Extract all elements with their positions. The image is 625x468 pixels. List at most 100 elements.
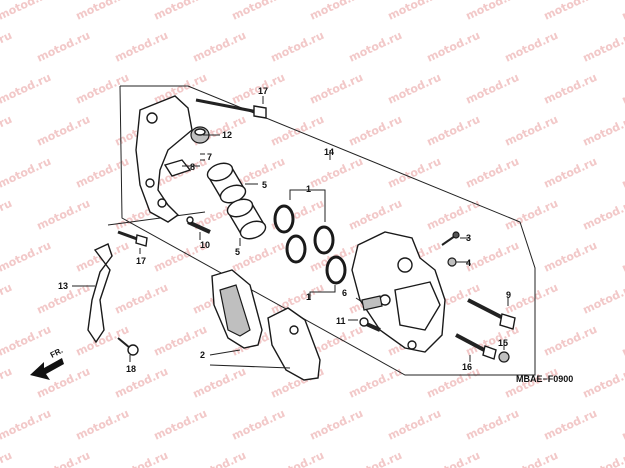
caliper-body bbox=[351, 231, 446, 353]
drawing-code: MBAE−F0900 bbox=[516, 374, 573, 384]
watermark-text: motod.ru bbox=[581, 29, 625, 65]
bleeder-valve bbox=[441, 231, 460, 246]
watermark-text: motod.ru bbox=[464, 71, 521, 107]
callout-15: 15 bbox=[498, 338, 508, 348]
watermark-text: motod.ru bbox=[620, 0, 625, 23]
watermark-text: motod.ru bbox=[74, 71, 131, 107]
watermark-text: motod.ru bbox=[347, 197, 404, 233]
watermark-text: motod.ru bbox=[503, 281, 560, 317]
callout-17-lower: 17 bbox=[136, 256, 146, 266]
watermark-text: motod.ru bbox=[581, 365, 625, 401]
brake-pad-outer bbox=[267, 307, 321, 381]
watermark-text: motod.ru bbox=[74, 407, 131, 443]
watermark-text: motod.ru bbox=[425, 113, 482, 149]
callout-7: 7 bbox=[207, 152, 212, 162]
watermark-text: motod.ru bbox=[0, 0, 53, 23]
callout-14: 14 bbox=[324, 147, 334, 157]
watermark-text: motod.ru bbox=[542, 0, 599, 23]
watermark-text: motod.ru bbox=[113, 29, 170, 65]
watermark-text: motod.ru bbox=[113, 365, 170, 401]
watermark-text: motod.ru bbox=[542, 71, 599, 107]
watermark-text: motod.ru bbox=[620, 407, 625, 443]
watermark-text: motod.ru bbox=[464, 0, 521, 23]
watermark-text: motod.ru bbox=[542, 323, 599, 359]
callout-5-upper: 5 bbox=[262, 180, 267, 190]
watermark-text: motod.ru bbox=[620, 323, 625, 359]
watermark-text: motod.ru bbox=[269, 449, 326, 468]
callout-8: 8 bbox=[190, 162, 195, 172]
callout-1-upper: 1 bbox=[306, 184, 311, 194]
watermark-text: motod.ru bbox=[0, 113, 14, 149]
brake-pad-inner bbox=[211, 269, 263, 349]
watermark-text: motod.ru bbox=[113, 281, 170, 317]
callout-1-lower: 1 bbox=[306, 292, 311, 302]
pad-spring bbox=[87, 243, 113, 344]
watermark-text: motod.ru bbox=[425, 449, 482, 468]
watermark-text: motod.ru bbox=[425, 197, 482, 233]
watermark-text: motod.ru bbox=[542, 155, 599, 191]
watermark-text: motod.ru bbox=[542, 239, 599, 275]
watermark-text: motod.ru bbox=[503, 449, 560, 468]
watermark-text: motod.ru bbox=[35, 197, 92, 233]
watermark-text: motod.ru bbox=[386, 71, 443, 107]
callout-3: 3 bbox=[466, 233, 471, 243]
watermark-text: motod.ru bbox=[347, 113, 404, 149]
callout-2: 2 bbox=[200, 350, 205, 360]
retainer-plate bbox=[361, 295, 383, 311]
piston-upper bbox=[206, 162, 247, 204]
watermark-text: motod.ru bbox=[269, 281, 326, 317]
watermark-text: motod.ru bbox=[0, 155, 53, 191]
watermark-text: motod.ru bbox=[347, 29, 404, 65]
watermark-text: motod.ru bbox=[503, 197, 560, 233]
watermark-text: motod.ru bbox=[35, 449, 92, 468]
watermark-text: motod.ru bbox=[386, 0, 443, 23]
piston-lower bbox=[226, 198, 267, 240]
watermark-text: motod.ru bbox=[581, 197, 625, 233]
callout-13: 13 bbox=[58, 281, 68, 291]
watermark-text: motod.ru bbox=[0, 323, 53, 359]
watermark-text: motod.ru bbox=[113, 449, 170, 468]
watermark-text: motod.ru bbox=[581, 281, 625, 317]
watermark-text: motod.ru bbox=[503, 29, 560, 65]
callout-4: 4 bbox=[466, 258, 471, 268]
watermark-text: motod.ru bbox=[230, 0, 287, 23]
pin-cap bbox=[498, 351, 510, 363]
pad-pin-bolt bbox=[467, 298, 516, 330]
watermark-text: motod.ru bbox=[308, 155, 365, 191]
callout-18: 18 bbox=[126, 364, 136, 374]
watermark-text: motod.ru bbox=[269, 29, 326, 65]
watermark-text: motod.ru bbox=[503, 113, 560, 149]
callout-6: 6 bbox=[342, 288, 347, 298]
callout-10: 10 bbox=[200, 240, 210, 250]
watermark-text: motod.ru bbox=[464, 407, 521, 443]
watermark-text: motod.ru bbox=[620, 239, 625, 275]
watermark-text: motod.ru bbox=[230, 407, 287, 443]
watermark-text: motod.ru bbox=[191, 365, 248, 401]
watermark-text: motod.ru bbox=[347, 449, 404, 468]
watermark-text: motod.ru bbox=[542, 407, 599, 443]
watermark-text: motod.ru bbox=[0, 281, 14, 317]
watermark-text: motod.ru bbox=[464, 155, 521, 191]
watermark-text: motod.ru bbox=[191, 29, 248, 65]
watermark-text: motod.ru bbox=[191, 449, 248, 468]
watermark-text: motod.ru bbox=[620, 71, 625, 107]
watermark-text: motod.ru bbox=[74, 155, 131, 191]
watermark-text: motod.ru bbox=[35, 29, 92, 65]
assembly-outline-inner bbox=[107, 211, 206, 226]
callout-5-lower: 5 bbox=[235, 247, 240, 257]
callout-9: 9 bbox=[506, 290, 511, 300]
bleeder-cap bbox=[447, 257, 457, 267]
watermark-text: motod.ru bbox=[152, 407, 209, 443]
watermark-text: motod.ru bbox=[74, 0, 131, 23]
bracket-bolt bbox=[117, 230, 148, 247]
spring-bolt bbox=[117, 337, 139, 356]
watermark-text: motod.ru bbox=[0, 449, 14, 468]
callout-17-top: 17 bbox=[258, 86, 268, 96]
pin-bolt-top bbox=[195, 98, 267, 119]
callout-12: 12 bbox=[222, 130, 232, 140]
pad-spring-clip bbox=[163, 159, 192, 177]
front-label: FR. bbox=[49, 346, 65, 360]
